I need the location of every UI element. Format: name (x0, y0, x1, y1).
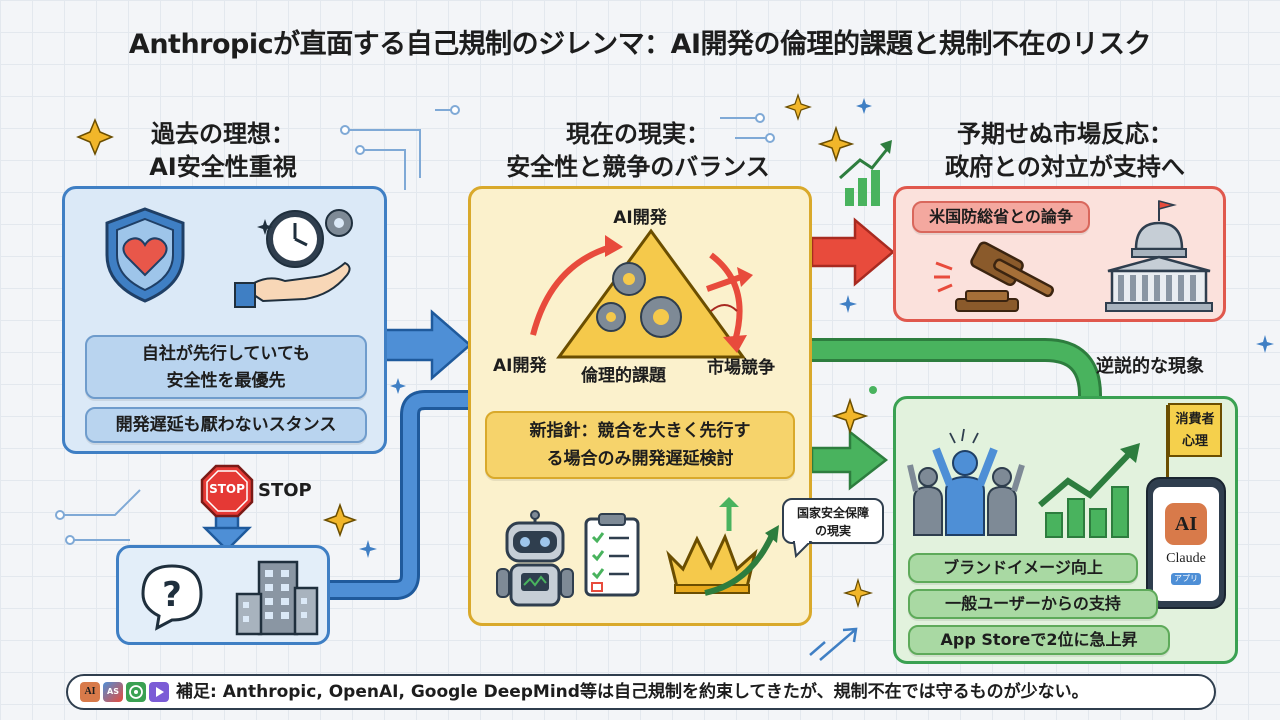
service-logo-icon: AS (103, 682, 123, 702)
benefit-brand-image: ブランドイメージ向上 (908, 553, 1138, 583)
government-building-icon (1105, 200, 1213, 312)
gemini-logo-icon (149, 682, 169, 702)
footer-note-bar: AI AS 補足: Anthropic, OpenAI, Google Deep… (66, 674, 1216, 710)
triangle-middle-label: 倫理的課題 (581, 366, 666, 386)
safety-first-box: 自社が先行していても 安全性を最優先 (85, 335, 367, 399)
openai-logo-icon (126, 682, 146, 702)
pentagon-conflict-panel: 米国防総省との論争 (893, 186, 1226, 322)
arrow-left-to-center (382, 309, 472, 381)
benefit-user-support: 一般ユーザーからの支持 (908, 589, 1158, 619)
robot-icon (496, 510, 574, 607)
uncertainty-panel: ? (116, 545, 330, 645)
footer-note-text: 補足: Anthropic, OpenAI, Google DeepMind等は… (176, 682, 1089, 702)
arrow-center-to-benefits (810, 429, 889, 491)
benefit-app-store-rank: App Storeで2位に急上昇 (908, 625, 1170, 655)
triangle-right-label: 市場競争 (707, 358, 775, 378)
triangle-gears-diagram (530, 228, 753, 359)
svg-text:?: ? (162, 575, 182, 615)
checklist-icon (584, 513, 640, 597)
pentagon-dispute-label: 米国防総省との論争 (912, 201, 1090, 233)
anthropic-logo-icon: AI (80, 682, 100, 702)
stop-label: STOP (258, 480, 312, 501)
bubble-tail-icon (792, 540, 813, 559)
cheering-people-icon (907, 428, 1025, 536)
national-security-bubble: 国家安全保障 の現実 (782, 498, 884, 544)
rising-chart-icon (1038, 443, 1140, 538)
clock-hand-gear-icon (234, 209, 353, 308)
app-badge: アプリ (1171, 573, 1201, 585)
small-arrow-icon (809, 627, 858, 661)
new-policy-box: 新指針：競合を大きく先行す る場合のみ開発遅延検討 (485, 411, 795, 479)
crown-arrow-icon (666, 497, 779, 596)
claude-app-name: Claude (1166, 551, 1206, 566)
arrow-center-to-conflict (810, 217, 895, 287)
office-building-icon (235, 560, 319, 636)
claude-app-icon[interactable]: AI (1165, 503, 1207, 545)
paradox-label: 逆説的な現象 (1096, 356, 1204, 377)
circuit-lines-left (60, 489, 141, 541)
shield-heart-icon (105, 207, 185, 303)
market-reaction-heading: 予期せぬ市場反応： 政府との対立が支持へ (945, 120, 1185, 181)
past-ideal-heading: 過去の理想： AI安全性重視 (149, 120, 297, 181)
triangle-left-label: AI開発 (493, 356, 547, 376)
consumer-psychology-flag: 消費者 心理 (1168, 403, 1222, 457)
triangle-top-label: AI開発 (613, 208, 667, 228)
current-reality-heading: 現在の現実： 安全性と競争のバランス (506, 120, 770, 181)
circuit-lines-top (345, 109, 770, 190)
phone-device-icon: AI Claude アプリ (1146, 477, 1226, 609)
page-title: Anthropicが直面する自己規制のジレンマ：AI開発の倫理的課題と規制不在の… (128, 29, 1152, 60)
sparkle-icons (76, 93, 1274, 609)
arrow-bottom-to-center (330, 390, 468, 600)
delay-tolerance-box: 開発遅延も厭わないスタンス (85, 407, 367, 443)
past-ideal-panel: 自社が先行していても 安全性を最優先 開発遅延も厭わないスタンス (62, 186, 387, 454)
consumer-support-panel: 消費者 心理 AI Claude アプリ ブランドイメージ向上 一般ユーザーから… (893, 396, 1238, 664)
stop-sign-icon: STOP (200, 464, 254, 518)
flag-pole (1166, 405, 1169, 481)
question-bubble-icon: ? (141, 564, 203, 631)
gavel-icon (934, 241, 1054, 312)
current-reality-panel: AI開発 AI開発 倫理的課題 市場競争 新指針：競合を大きく先行す る場合のみ… (468, 186, 812, 626)
growth-chart-icon (838, 140, 892, 206)
